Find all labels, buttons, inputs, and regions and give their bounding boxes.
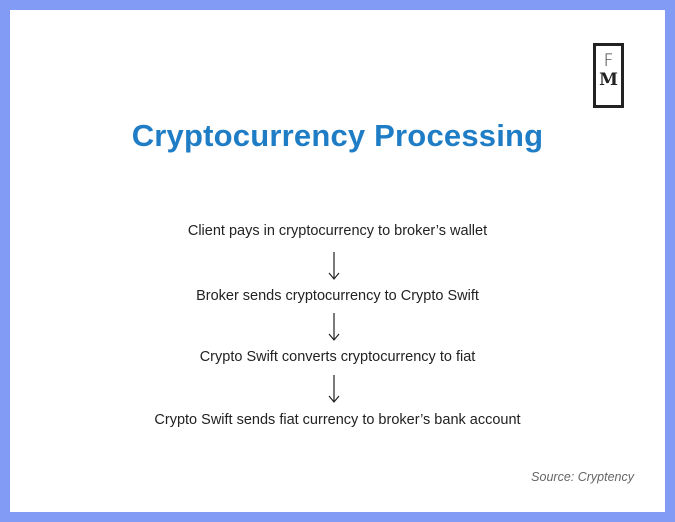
- infographic-card: F M Cryptocurrency Processing Client pay…: [10, 10, 665, 512]
- logo-letter-f: F: [603, 51, 614, 71]
- step-4: Crypto Swift sends fiat currency to brok…: [154, 412, 521, 428]
- step-2: Broker sends cryptocurrency to Crypto Sw…: [196, 288, 479, 304]
- page-title: Cryptocurrency Processing: [131, 118, 544, 153]
- step-1: Client pays in cryptocurrency to broker’…: [187, 223, 488, 239]
- source-caption: Source: Cryptency: [531, 470, 634, 484]
- arrow-down-icon: [328, 252, 340, 280]
- arrow-down-icon: [328, 375, 340, 403]
- fm-logo: F M: [593, 43, 624, 108]
- step-3: Crypto Swift converts cryptocurrency to …: [199, 349, 476, 365]
- arrow-down-icon: [328, 313, 340, 341]
- logo-letter-m: M: [599, 70, 618, 90]
